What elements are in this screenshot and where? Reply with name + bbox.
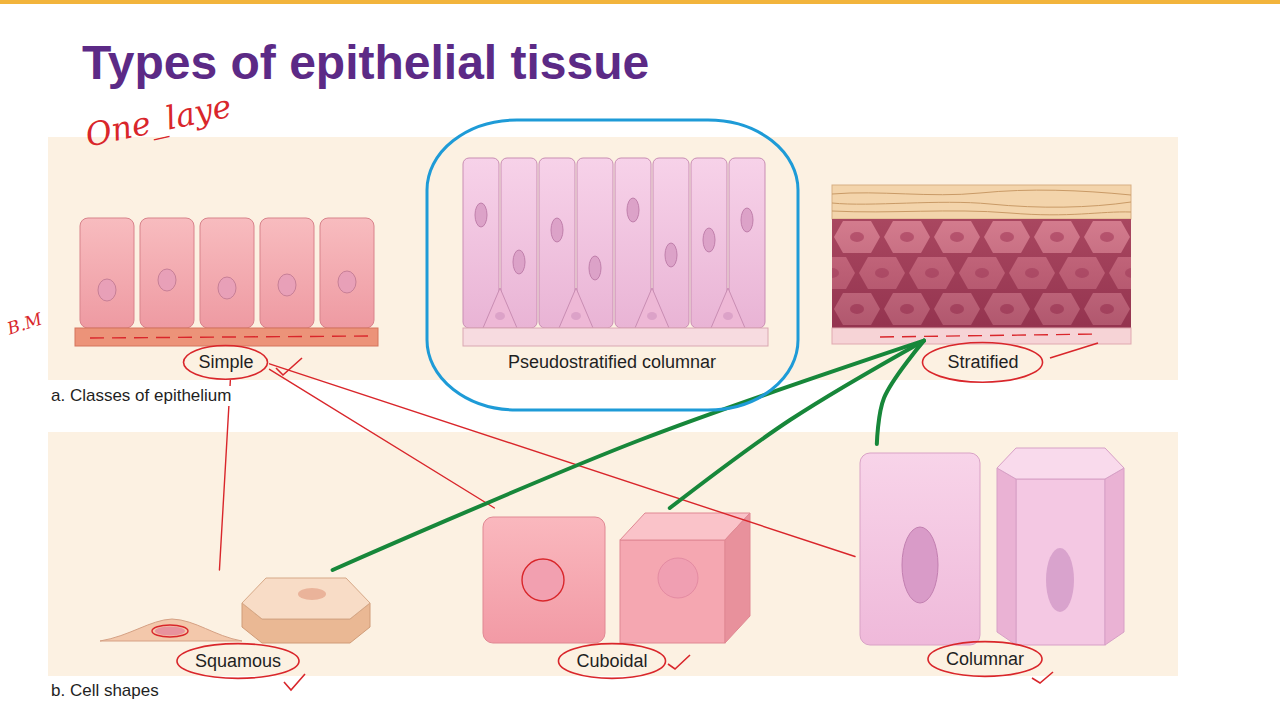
cuboidal-cell — [483, 517, 605, 643]
cell-nucleus — [551, 218, 563, 242]
simple-cell — [140, 218, 194, 328]
basal-cell — [635, 288, 669, 328]
cell-nucleus — [665, 243, 677, 267]
cuboidal-cube — [725, 513, 750, 643]
cell-shape-group: Cuboidal — [478, 508, 752, 694]
label-ring — [558, 644, 665, 679]
squamous-cell — [100, 619, 242, 641]
cell-nucleus — [571, 312, 581, 320]
cell-nucleus — [338, 271, 356, 293]
connector-line — [270, 369, 495, 508]
cell-nucleus — [513, 250, 525, 274]
connector-line — [333, 341, 924, 570]
basement-membrane — [75, 328, 378, 346]
annotation-dashes — [90, 336, 370, 338]
panel: a. Classes of epithelium Simple Pseudostra… — [40, 130, 1185, 412]
basal-cell — [711, 288, 745, 328]
class-label: Pseudostratified columnar — [508, 352, 716, 373]
cell-nucleus — [1046, 548, 1074, 612]
handwritten-note: B.M — [5, 310, 45, 340]
cell-nucleus — [218, 277, 236, 299]
shape-label: Columnar — [946, 649, 1024, 670]
cell-nucleus — [741, 208, 753, 232]
keratin-line — [832, 202, 1131, 207]
class-label-node: Simple — [182, 344, 269, 381]
cell-nucleus — [703, 228, 715, 252]
tick-mark — [1050, 343, 1098, 358]
stratified-cells — [832, 219, 1131, 328]
keratin-layer — [832, 185, 1131, 219]
columnar-cell — [860, 453, 980, 645]
keratin-line — [832, 211, 1131, 215]
tick-mark — [1032, 672, 1053, 683]
top-bar — [0, 0, 1280, 4]
cuboidal-cube — [620, 540, 725, 643]
shape-label: Squamous — [195, 651, 281, 672]
basal-cell — [483, 288, 517, 328]
keratin-line — [832, 190, 1131, 195]
cell-nucleus — [278, 274, 296, 296]
label-ring — [923, 342, 1043, 382]
columnar-prism — [997, 468, 1016, 645]
class-label-node: Stratified — [921, 341, 1044, 384]
cell-nucleus — [298, 588, 326, 600]
cell-nucleus — [589, 256, 601, 280]
cell-shape-group: Squamous — [98, 570, 374, 696]
annotation-dashes — [880, 334, 1100, 337]
panel-ground — [48, 432, 1178, 676]
handwritten-note: One_laye — [82, 88, 235, 155]
cell-shading — [832, 219, 1131, 328]
connector-line — [877, 341, 924, 444]
page-title: Types of epithelial tissue — [82, 35, 649, 90]
highlight-outline — [427, 120, 798, 410]
highlight-outline: Pseudostratified columnar — [425, 118, 800, 412]
panel-caption: a. Classes of epithelium — [48, 386, 234, 406]
label-ring — [184, 345, 268, 379]
columnar-prism — [1105, 468, 1124, 645]
class-label: Stratified — [947, 352, 1018, 373]
cell-shape-group: Columnar — [855, 444, 1128, 694]
simple-cell — [80, 218, 134, 328]
cell-nucleus — [98, 279, 116, 301]
cell-nucleus — [475, 203, 487, 227]
columnar-prism — [997, 448, 1124, 479]
tick-mark — [276, 358, 302, 375]
cell-nucleus — [658, 558, 698, 598]
tick-mark — [668, 655, 690, 669]
squamous-plate — [242, 578, 370, 619]
cell-nucleus — [902, 527, 938, 603]
cell-nucleus — [522, 559, 564, 601]
connector-line — [219, 380, 230, 570]
panel: b. Cell shapes Squamous Cuboidal Columnar — [40, 425, 1185, 707]
label-ring — [928, 642, 1042, 677]
node-outline — [98, 570, 374, 696]
simple-cell — [260, 218, 314, 328]
label-ring — [177, 644, 299, 679]
cell-nucleus — [723, 312, 733, 320]
shape-label: Cuboidal — [576, 651, 647, 672]
annotation-circle — [152, 625, 188, 637]
simple-cell — [200, 218, 254, 328]
tick-mark — [284, 674, 305, 690]
cell-nucleus — [155, 627, 185, 636]
cell-nucleus — [627, 198, 639, 222]
panel-caption: b. Cell shapes — [48, 681, 162, 701]
class-label: Simple — [198, 352, 253, 373]
basal-cell — [559, 288, 593, 328]
cell-nucleus — [647, 312, 657, 320]
cell-nucleus — [158, 269, 176, 291]
columnar-prism — [1016, 479, 1105, 645]
basement-membrane — [463, 328, 768, 346]
simple-cell — [320, 218, 374, 328]
cell-nucleus — [495, 312, 505, 320]
